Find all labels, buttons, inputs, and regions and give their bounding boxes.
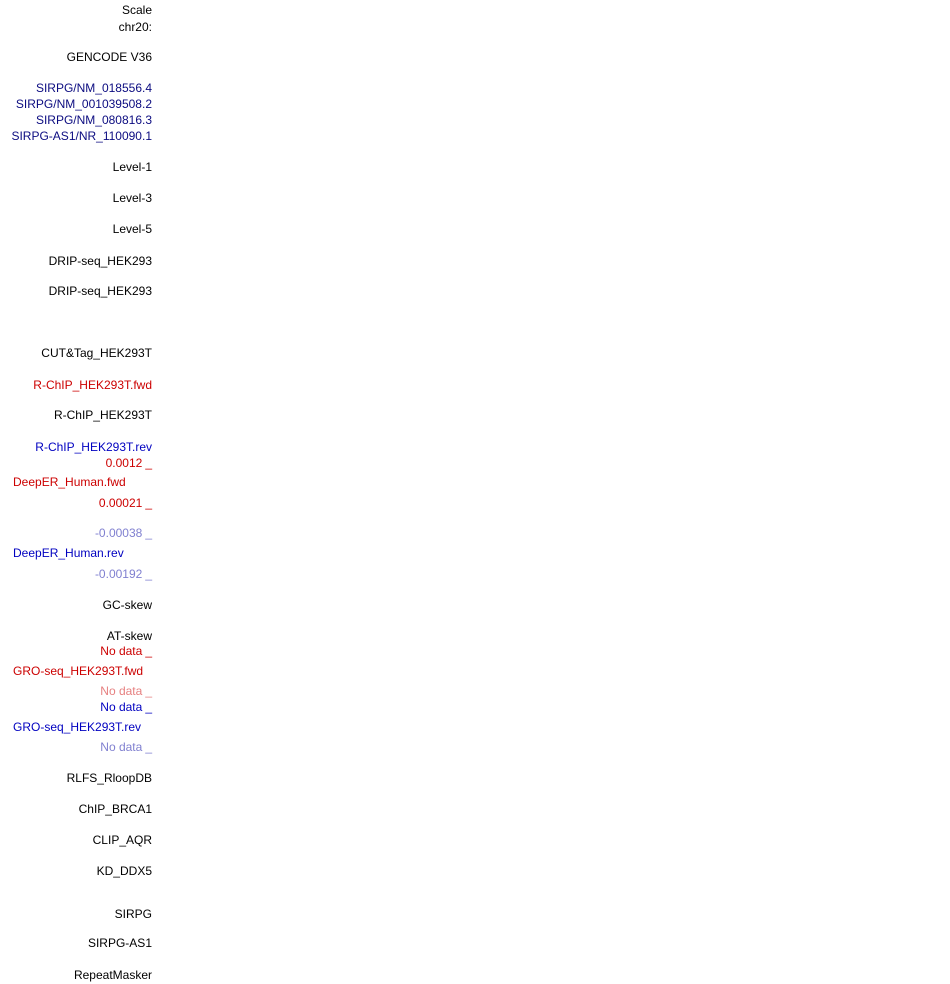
track-data-area[interactable] [160, 0, 950, 984]
gene-label-sirpg-as1[interactable]: SIRPG-AS1 [87, 936, 152, 950]
deeper-rev-min-value: -0.00192_ [94, 567, 152, 581]
track-label-deeper-fwd[interactable]: DeepER_Human.fwd [13, 475, 126, 489]
track-label-r-chip-fwd[interactable]: R-ChIP_HEK293T.fwd [33, 378, 152, 392]
transcript-label-nm-080816[interactable]: SIRPG/NM_080816.3 [35, 113, 152, 127]
axis-tick-mark: _ [145, 526, 152, 540]
gro-rev-top-value: No data_ [100, 700, 152, 714]
track-label-at-skew[interactable]: AT-skew [106, 629, 152, 643]
track-label-gro-seq-rev[interactable]: GRO-seq_HEK293T.rev [13, 720, 142, 734]
transcript-label-nm-018556[interactable]: SIRPG/NM_018556.4 [35, 81, 152, 95]
track-label-drip-seq-1[interactable]: DRIP-seq_HEK293 [48, 254, 152, 268]
axis-tick-mark: _ [145, 567, 152, 581]
axis-tick-mark: _ [145, 740, 152, 754]
scale-label[interactable]: Scale [121, 3, 152, 17]
chromosome-label[interactable]: chr20: [118, 20, 152, 34]
track-label-rlfs[interactable]: RLFS_RloopDB [66, 771, 152, 785]
transcript-label-nm-001039508[interactable]: SIRPG/NM_001039508.2 [15, 97, 152, 111]
track-label-r-chip[interactable]: R-ChIP_HEK293T [53, 408, 152, 422]
axis-tick-mark: _ [145, 700, 152, 714]
track-label-clip-aqr[interactable]: CLIP_AQR [92, 833, 152, 847]
track-label-level-3[interactable]: Level-3 [112, 191, 152, 205]
track-label-gc-skew[interactable]: GC-skew [102, 598, 152, 612]
track-label-level-1[interactable]: Level-1 [112, 160, 152, 174]
track-label-gencode[interactable]: GENCODE V36 [66, 50, 152, 64]
track-label-repeatmasker[interactable]: RepeatMasker [73, 968, 152, 982]
deeper-rev-max-value: -0.00038_ [94, 526, 152, 540]
track-label-chip-brca1[interactable]: ChIP_BRCA1 [78, 802, 152, 816]
track-label-deeper-rev[interactable]: DeepER_Human.rev [13, 546, 124, 560]
track-label-kd-ddx5[interactable]: KD_DDX5 [96, 864, 152, 878]
transcript-label-nr-110090[interactable]: SIRPG-AS1/NR_110090.1 [11, 129, 152, 143]
gro-fwd-bottom-value: No data_ [100, 684, 152, 698]
track-label-level-5[interactable]: Level-5 [112, 222, 152, 236]
track-label-gro-seq-fwd[interactable]: GRO-seq_HEK293T.fwd [13, 664, 144, 678]
track-label-drip-seq-2[interactable]: DRIP-seq_HEK293 [48, 284, 152, 298]
axis-tick-mark: _ [145, 456, 152, 470]
axis-tick-mark: _ [145, 644, 152, 658]
gene-label-sirpg[interactable]: SIRPG [114, 907, 152, 921]
track-label-r-chip-rev[interactable]: R-ChIP_HEK293T.rev [35, 440, 152, 454]
axis-tick-mark: _ [145, 684, 152, 698]
gro-fwd-top-value: No data_ [100, 644, 152, 658]
deeper-fwd-min-value: 0.00021_ [98, 496, 152, 510]
deeper-fwd-max-value: 0.0012_ [105, 456, 152, 470]
axis-tick-mark: _ [145, 496, 152, 510]
track-label-cut-tag[interactable]: CUT&Tag_HEK293T [41, 346, 152, 360]
gro-rev-bottom-value: No data_ [100, 740, 152, 754]
track-label-panel: Scale chr20: GENCODE V36 SIRPG/NM_018556… [0, 0, 160, 984]
